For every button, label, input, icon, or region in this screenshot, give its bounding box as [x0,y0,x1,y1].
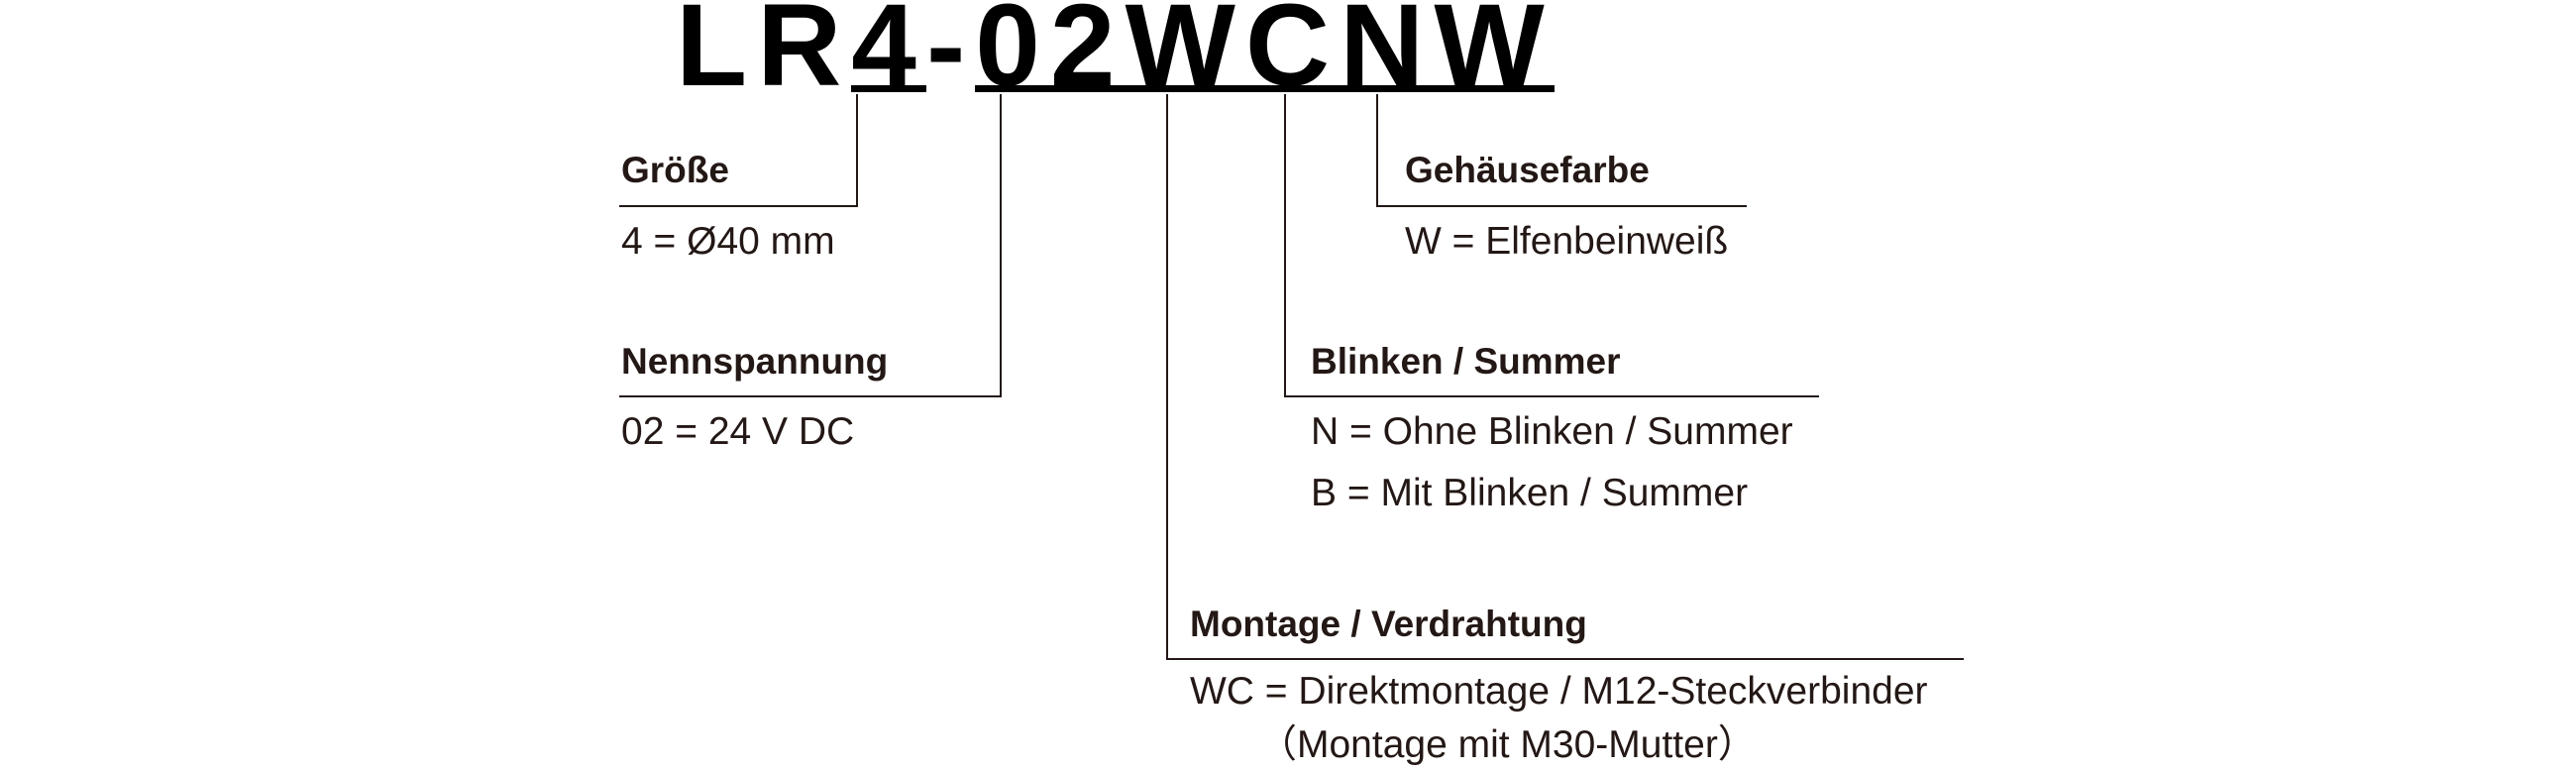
blink-heading: Blinken / Summer [1311,341,1621,382]
model-dash: - [925,0,976,111]
size-option: 4 = Ø40 mm [621,220,835,263]
model-code: LR4-02WCNW [676,0,1555,111]
voltage-heading: Nennspannung [621,341,889,382]
mounting-heading: Montage / Verdrahtung [1190,604,1587,644]
mounting-option-note: （Montage mit M30-Mutter） [1258,723,1757,766]
leader-color [1376,94,1747,207]
color-option: W = Elfenbeinweiß [1405,220,1729,263]
model-size-code: 4 [851,0,926,104]
model-prefix: LR [676,0,852,111]
mounting-option-wc: WC = Direktmontage / M12-Steckverbinder [1190,670,1928,713]
blink-option-b: B = Mit Blinken / Summer [1311,472,1749,514]
blink-option-n: N = Ohne Blinken / Summer [1311,410,1793,453]
leader-voltage [619,94,1002,397]
model-blink-code: N [1340,0,1435,104]
model-color-code: W [1434,0,1555,104]
voltage-option: 02 = 24 V DC [621,410,855,453]
leader-size [619,94,858,207]
model-mounting-code: WC [1125,0,1341,104]
model-voltage-code: 02 [975,0,1126,104]
size-heading: Größe [621,150,729,190]
leader-mounting [1166,94,1964,660]
color-heading: Gehäusefarbe [1405,150,1650,190]
leader-blink [1284,94,1819,397]
